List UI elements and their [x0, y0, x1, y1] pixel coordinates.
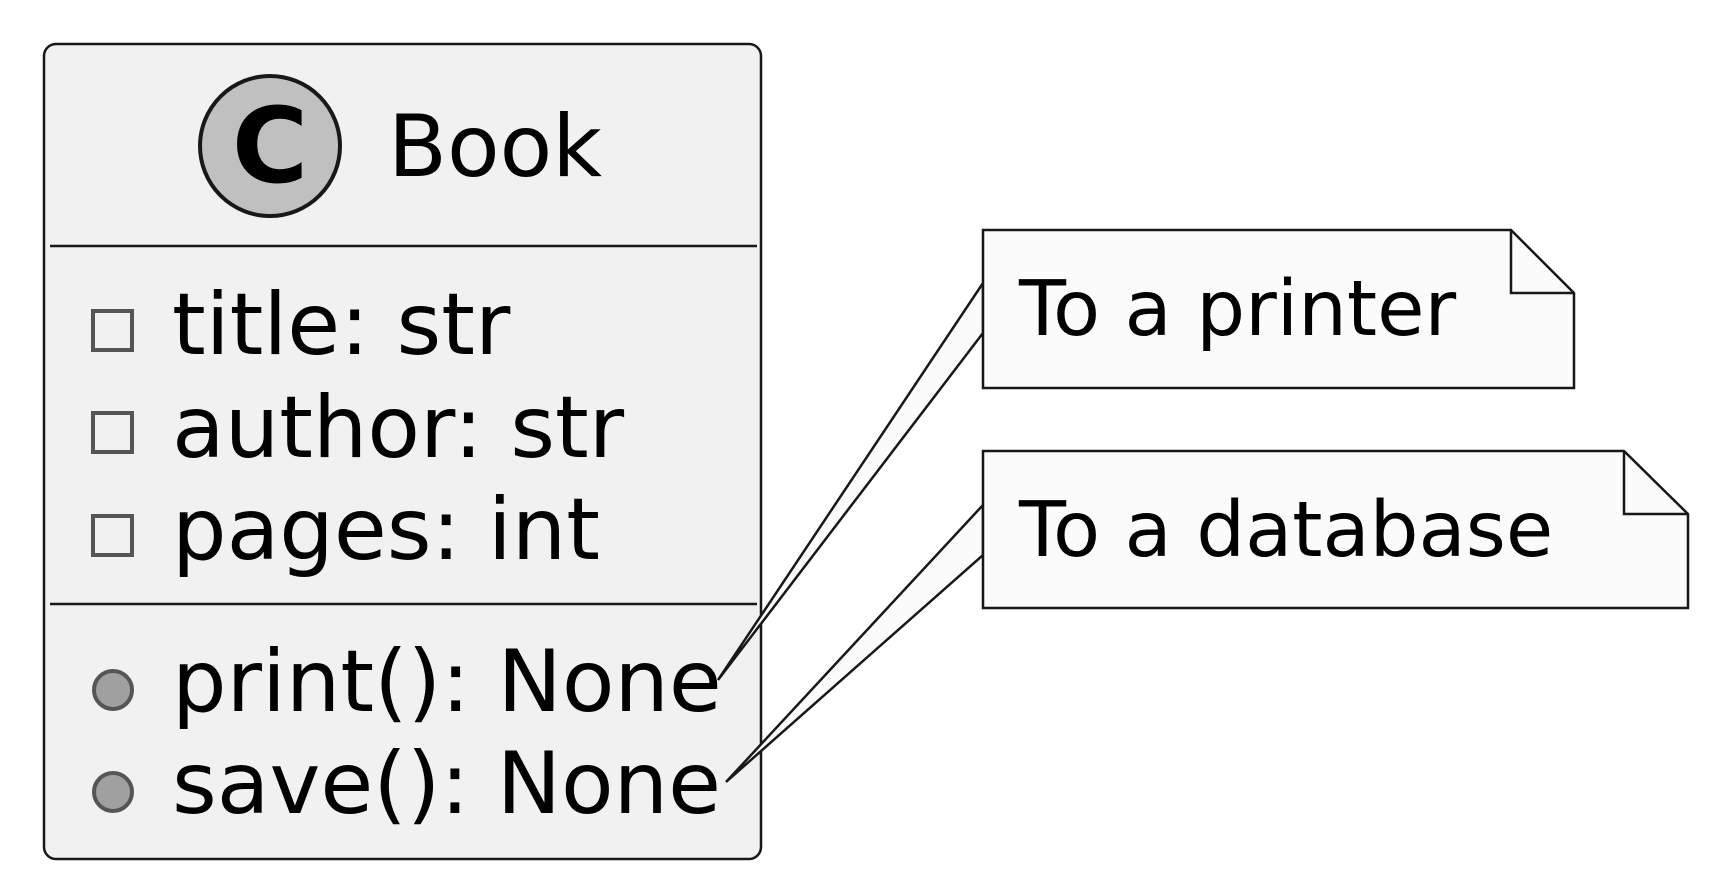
attribute-author: author: str — [172, 378, 625, 478]
note-box — [981, 228, 1576, 390]
note-box — [981, 449, 1690, 610]
class-attributes: title: str author: str pages: int — [91, 275, 625, 580]
attribute-pages: pages: int — [172, 480, 600, 580]
note-fold-corner — [1622, 451, 1688, 516]
note-connector — [725, 501, 985, 783]
method-print: print(): None — [172, 632, 722, 732]
class-stereotype-icon — [198, 74, 342, 218]
private-visibility-icon — [91, 411, 134, 454]
attribute-title: title: str — [172, 275, 511, 375]
note-text: To a database — [1018, 486, 1553, 575]
private-visibility-icon — [91, 309, 134, 352]
class-box — [42, 42, 763, 861]
method-save: save(): None — [172, 734, 721, 834]
class-book[interactable]: C Book title: str author: str pages: int… — [42, 42, 763, 861]
public-visibility-icon — [92, 669, 134, 711]
class-methods: print(): None save(): None — [92, 632, 722, 834]
note-text: To a printer — [1018, 265, 1456, 354]
public-visibility-icon — [92, 771, 134, 813]
private-visibility-icon — [91, 514, 134, 557]
class-header: C Book — [198, 74, 602, 218]
note-printer[interactable]: To a printer — [716, 228, 1576, 681]
class-name: Book — [388, 97, 602, 197]
class-stereotype-letter: C — [232, 85, 308, 207]
note-database[interactable]: To a database — [725, 449, 1690, 783]
note-fold-corner — [1509, 230, 1574, 295]
